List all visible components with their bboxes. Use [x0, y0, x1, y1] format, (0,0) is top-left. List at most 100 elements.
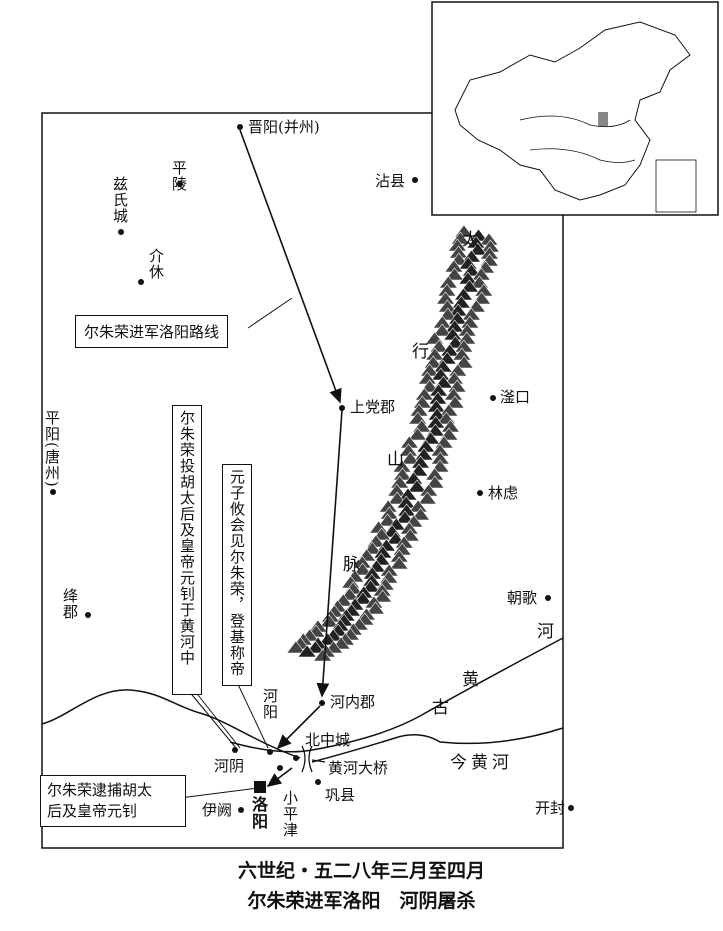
city-dot: [339, 405, 345, 411]
label-heyin: 河阴: [214, 757, 245, 775]
mountain-peak: [373, 589, 393, 603]
label-kaifeng: 开封: [535, 799, 566, 817]
mountain-peak: [313, 648, 333, 662]
inset-highlight: [598, 112, 608, 126]
mountain-peak: [378, 513, 398, 527]
label-shangdang: 上党郡: [350, 398, 396, 416]
city-dot: [118, 229, 124, 235]
city-dot: [490, 395, 496, 401]
river-label-he: 河: [537, 622, 554, 642]
city-dot: [293, 755, 299, 761]
mountain-peak: [352, 562, 373, 576]
mountain-peak: [425, 475, 445, 489]
label-heyang: 河阳: [261, 688, 279, 720]
note-drown: 尔朱荣投胡太后及皇帝元钊于黄河中: [172, 405, 202, 695]
label-fukou: 滏口: [500, 388, 531, 406]
mountain-peak: [400, 451, 420, 465]
route-arrow-1: [239, 129, 342, 404]
label-xiaopingjin: 小平津: [281, 790, 299, 838]
label-jiangjun: 绛郡: [61, 588, 79, 620]
label-zhanxian: 沾县: [375, 172, 406, 190]
luoyang-marker: [254, 781, 266, 793]
mountain-peak: [407, 479, 427, 493]
river-label-huang: 黄: [462, 670, 479, 690]
label-jinyang: 晋阳(并州): [248, 118, 320, 136]
city-dot: [177, 181, 183, 187]
taihang-mountains: [286, 224, 501, 662]
city-dot: [50, 489, 56, 495]
old-yellow-river: [229, 637, 564, 753]
label-gongxian: 巩县: [325, 786, 356, 804]
mountain-peak: [445, 395, 465, 409]
city-dot: [85, 612, 91, 618]
mountain-peak: [387, 491, 407, 505]
mountain-peak: [353, 591, 373, 605]
bridge-symbol: [301, 745, 326, 773]
label-luoyang: 洛阳: [249, 796, 268, 830]
drown-pointer: [187, 689, 241, 749]
mountain-peak: [459, 279, 480, 293]
label-linlu: 林虑: [488, 484, 519, 502]
city-dot: [477, 490, 483, 496]
route-arrow-3: [276, 705, 321, 750]
mountain-peak: [297, 644, 317, 658]
label-huanghe-bridge: 黄河大桥: [328, 759, 389, 777]
meet-pointer: [235, 679, 269, 749]
mountain-peak: [286, 640, 306, 654]
label-yique: 伊阙: [202, 801, 233, 819]
city-dot: [237, 124, 243, 130]
mountain-peak: [444, 267, 465, 281]
map-frame: [41, 112, 564, 849]
river-label-jin-huanghe: 今黄河: [450, 753, 513, 773]
mountain-peak: [454, 355, 474, 369]
mountain-peak: [389, 556, 409, 570]
label-henei: 河内郡: [330, 693, 376, 711]
river-bank: [41, 689, 301, 759]
label-pingling: 平陵: [170, 160, 188, 192]
river-label-gu: 古: [432, 698, 449, 718]
mountain-peak: [319, 614, 339, 628]
mountain-label-tai: 太: [462, 230, 479, 250]
city-dot: [138, 279, 144, 285]
label-zhaoge: 朝歌: [507, 589, 538, 607]
mountain-peak: [365, 601, 386, 615]
mountain-peak: [318, 632, 338, 646]
label-pingyang: 平阳(唐州): [43, 410, 61, 488]
mountain-peak: [410, 507, 431, 521]
mountain-peak: [417, 491, 437, 505]
note-arrest-line2: 后及皇帝元钊: [47, 802, 138, 820]
map-title-line1: 六世纪・五二八年三月至四月: [237, 860, 485, 882]
mountain-label-shan: 山: [387, 450, 404, 470]
note-arrest-line1: 尔朱荣逮捕胡太: [47, 781, 153, 799]
mountain-label-hang: 行: [412, 342, 429, 362]
inset-south-sea-box: [655, 159, 697, 213]
city-dot: [267, 749, 273, 755]
city-dot: [232, 747, 238, 753]
city-dot: [277, 765, 283, 771]
inset-rivers: [519, 115, 636, 163]
label-jiexiu: 介休: [147, 248, 165, 280]
legend-pointer: [247, 297, 293, 329]
mountain-label-mai: 脉: [343, 555, 360, 575]
note-arrest: 尔朱荣逮捕胡太 后及皇帝元钊: [40, 775, 186, 827]
city-dot: [238, 807, 244, 813]
note-meet: 元子攸会见尔朱荣，登基称帝: [222, 464, 252, 686]
route-arrow-4: [266, 767, 293, 787]
map-title-line2: 尔朱荣进军洛阳 河阴屠杀: [247, 890, 476, 912]
city-dot: [412, 177, 418, 183]
label-beizhongcheng: 北中城: [305, 731, 351, 749]
arrest-pointer: [179, 787, 259, 799]
new-yellow-river: [311, 727, 564, 763]
mountain-peak: [407, 427, 428, 441]
mountain-peak: [432, 323, 452, 337]
city-dot: [319, 700, 325, 706]
mountain-peak: [395, 510, 415, 524]
city-dot: [315, 779, 321, 785]
route-arrow-2: [316, 409, 343, 698]
city-dot: [568, 805, 574, 811]
label-zishicheng: 兹氏城: [111, 176, 129, 224]
inset-china-outline: [454, 21, 691, 201]
legend-route: 尔朱荣进军洛阳路线: [75, 315, 229, 348]
